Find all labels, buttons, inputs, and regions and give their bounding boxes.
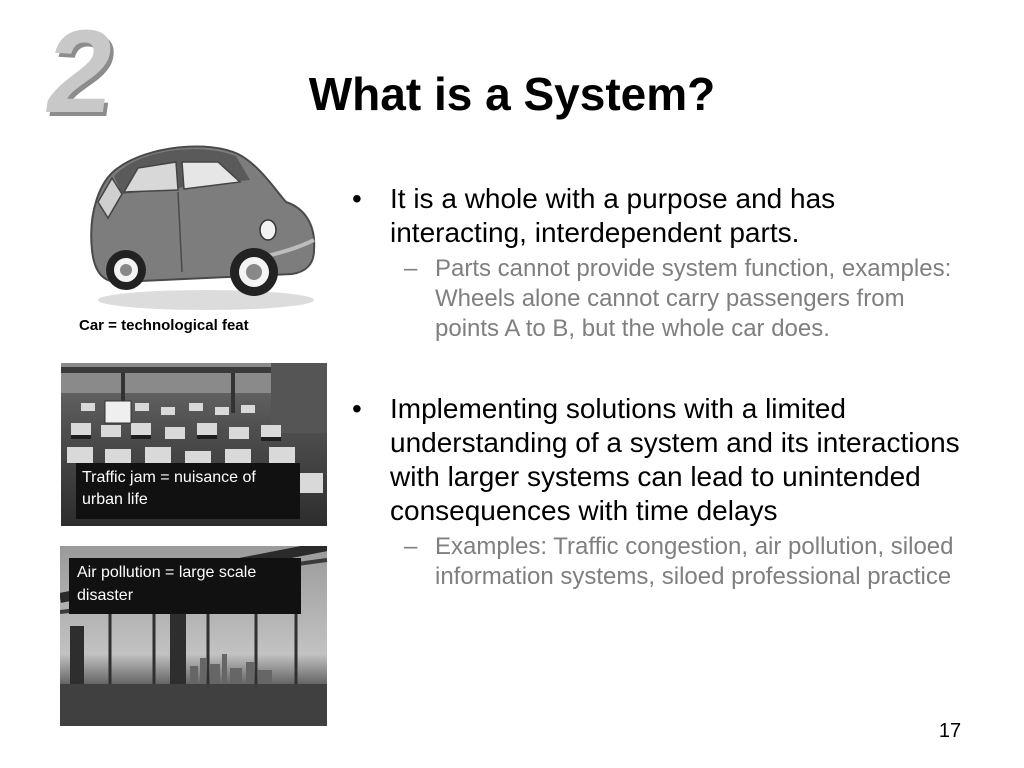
- sub-bullet-2-text: Examples: Traffic congestion, air pollut…: [435, 533, 954, 590]
- page-number: 17: [938, 720, 962, 742]
- svg-text:2: 2: [42, 18, 126, 128]
- bullet-1: • It is a whole with a purpose and has i…: [352, 182, 972, 250]
- badge-number-shadow: 2: [42, 18, 126, 128]
- sub-bullet-1: – Parts cannot provide system function, …: [352, 254, 972, 344]
- bullet-list: • It is a whole with a purpose and has i…: [352, 182, 972, 592]
- bullet-marker: •: [352, 183, 362, 214]
- sub-bullet-1-text: Parts cannot provide system function, ex…: [435, 255, 952, 342]
- car-photo: [78, 132, 324, 312]
- bullet-2-text: Implementing solutions with a limited un…: [390, 393, 960, 526]
- bullet-1-text: It is a whole with a purpose and has int…: [390, 183, 836, 248]
- bullet-marker: •: [352, 393, 362, 424]
- car-caption: Car = technological feat: [79, 317, 249, 334]
- dash-marker: –: [404, 255, 418, 282]
- dash-marker: –: [404, 533, 418, 560]
- pollution-caption: Air pollution = large scale disaster: [69, 558, 301, 614]
- slide-number-badge: 2 2: [38, 18, 138, 128]
- traffic-caption: Traffic jam = nuisance of urban life: [76, 463, 300, 519]
- page-title: What is a System?: [308, 68, 716, 120]
- bullet-2: • Implementing solutions with a limited …: [352, 392, 972, 528]
- spacer: [352, 344, 972, 392]
- sub-bullet-2: – Examples: Traffic congestion, air poll…: [352, 532, 972, 592]
